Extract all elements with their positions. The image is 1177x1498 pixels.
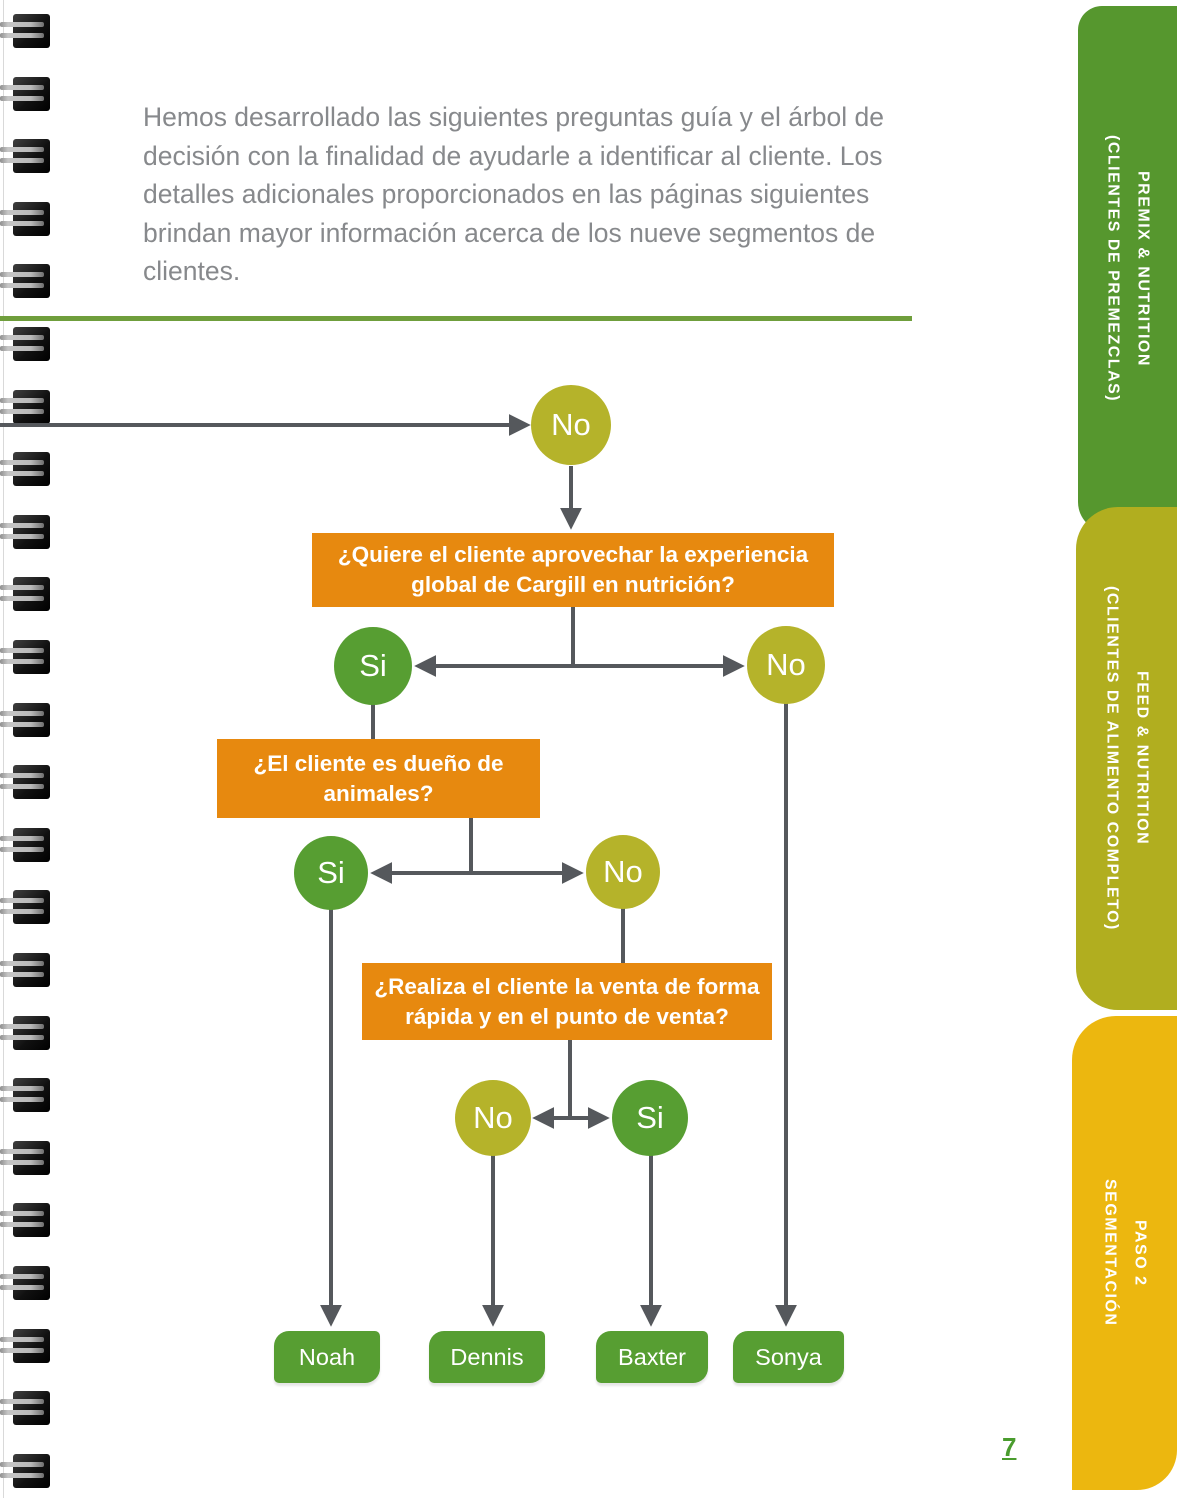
answer-node-q2-si: Si (294, 836, 368, 910)
tab-label: FEED & NUTRITION (CLIENTES DE ALIMENTO C… (1097, 586, 1157, 931)
question-line: ¿Realiza el cliente la venta de forma (374, 973, 760, 999)
answer-node-entry-no: No (531, 385, 611, 465)
tab-line: FEED & NUTRITION (1133, 671, 1151, 846)
segment-box-noah: Noah (274, 1331, 380, 1383)
page-edge-line (3, 0, 4, 1498)
question-box-cargill-experience: ¿Quiere el cliente aprovechar la experie… (312, 533, 834, 607)
question-line: global de Cargill en nutrición? (411, 572, 735, 597)
answer-node-q1-no: No (747, 626, 825, 704)
segment-box-sonya: Sonya (733, 1331, 844, 1383)
spiral-binding-icon (0, 0, 60, 1498)
question-box-animal-owner: ¿El cliente es dueño de animales? (217, 739, 540, 818)
tab-feed-nutrition[interactable]: FEED & NUTRITION (CLIENTES DE ALIMENTO C… (1076, 507, 1177, 1010)
question-line: ¿Quiere el cliente aprovechar la experie… (337, 542, 809, 567)
tab-line: (CLIENTES DE ALIMENTO COMPLETO) (1103, 586, 1121, 931)
tab-premix-nutrition[interactable]: PREMIX & NUTRITION (CLIENTES DE PREMEZCL… (1078, 6, 1177, 532)
segment-box-baxter: Baxter (596, 1331, 708, 1383)
answer-node-q3-no: No (455, 1080, 531, 1156)
segment-box-dennis: Dennis (429, 1331, 545, 1383)
answer-node-q1-si: Si (334, 627, 412, 705)
tab-line: PREMIX & NUTRITION (1134, 171, 1152, 367)
tab-paso2-segmentacion[interactable]: PASO 2 SEGMENTACIÓN (1072, 1016, 1177, 1490)
answer-node-q2-no: No (586, 835, 660, 909)
question-box-point-of-sale: ¿Realiza el cliente la venta de forma rá… (362, 963, 772, 1040)
question-line: animales? (323, 780, 434, 806)
page-number-link[interactable]: 7 (1002, 1432, 1017, 1462)
section-divider (0, 316, 912, 321)
tab-line: PASO 2 (1131, 1219, 1149, 1287)
answer-node-q3-si: Si (612, 1080, 688, 1156)
question-line: rápida y en el punto de venta? (405, 1003, 729, 1029)
tab-line: (CLIENTES DE PREMEZCLAS) (1104, 135, 1122, 403)
tab-label: PASO 2 SEGMENTACIÓN (1095, 1179, 1155, 1326)
tab-line: SEGMENTACIÓN (1101, 1179, 1119, 1327)
tab-label: PREMIX & NUTRITION (CLIENTES DE PREMEZCL… (1098, 135, 1158, 402)
question-line: ¿El cliente es dueño de (253, 750, 504, 776)
intro-paragraph: Hemos desarrollado las siguientes pregun… (143, 102, 884, 286)
